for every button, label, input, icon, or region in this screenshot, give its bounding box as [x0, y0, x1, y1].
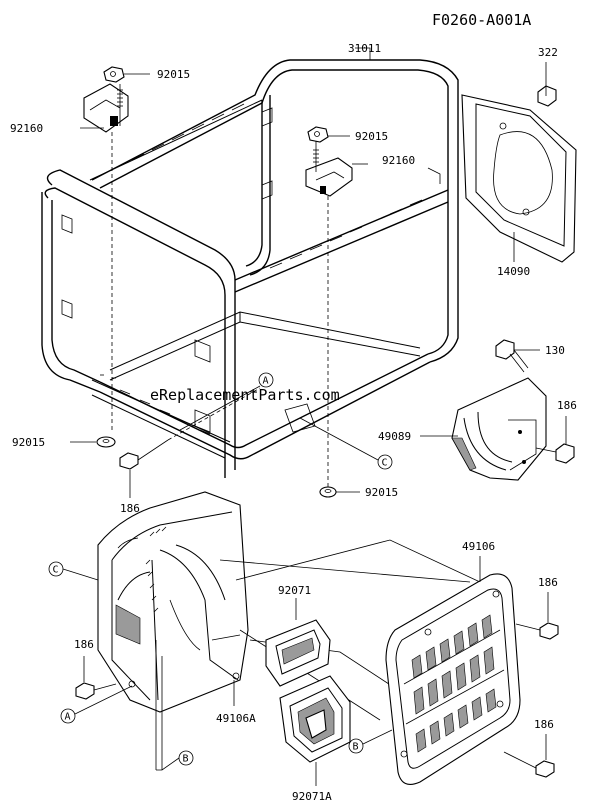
label-49106a: 49106A: [216, 712, 256, 725]
bolt-130: [495, 339, 529, 373]
label-186-lower-left: 186: [120, 502, 140, 515]
ref-a-upper: A: [179, 372, 274, 431]
ref-b-panel-letter: B: [353, 742, 359, 753]
ref-b-lower-letter: B: [183, 754, 189, 765]
label-49089: 49089: [378, 430, 411, 443]
label-186-left-housing: 186: [74, 638, 94, 651]
bolt-upper-mid: [313, 140, 319, 172]
label-92071: 92071: [278, 584, 311, 597]
label-92015-upper-left: 92015: [157, 68, 190, 81]
ref-c-upper: C: [299, 417, 393, 470]
ref-a-left: A: [60, 685, 133, 724]
nut-upper-mid: [307, 126, 329, 143]
bolt-186-panel-top: [515, 622, 559, 640]
label-92015-lower-mid: 92015: [365, 486, 398, 499]
nut-lower-mid: [319, 486, 337, 498]
ref-a-left-letter: A: [65, 712, 71, 723]
bolt-186-lower-left: [119, 387, 261, 470]
bolt-186-right: [535, 443, 575, 464]
bolt-186-left-housing: [75, 682, 117, 700]
grommet-92071a: [279, 675, 351, 763]
ref-c-upper-letter: C: [382, 458, 388, 469]
label-130: 130: [545, 344, 565, 357]
muffler-cover: [461, 94, 577, 263]
label-92160-upper-left: 92160: [10, 122, 43, 135]
grommet-92071: [265, 619, 331, 687]
label-49106: 49106: [462, 540, 495, 553]
label-92015-upper-mid: 92015: [355, 130, 388, 143]
nut-lower-left: [96, 436, 116, 448]
frame-part: [41, 59, 459, 478]
ref-a-upper-letter: A: [263, 376, 269, 387]
mount-upper-mid: [305, 157, 353, 197]
cap-nut: [537, 85, 557, 107]
ref-b-panel: B: [348, 729, 393, 754]
panel-49106: [385, 573, 521, 785]
ref-c-left-letter: C: [53, 565, 59, 576]
watermark: eReplacementParts.com: [150, 386, 340, 404]
figure-code: F0260-A001A: [432, 11, 531, 29]
bolt-186-panel-bottom: [503, 751, 555, 778]
label-14090: 14090: [497, 265, 530, 278]
label-186-right-upper: 186: [557, 399, 577, 412]
label-92071a: 92071A: [292, 790, 332, 803]
label-186-panel-top: 186: [538, 576, 558, 589]
mount-upper-left: [83, 83, 129, 133]
nut-upper-left: [103, 66, 125, 83]
label-186-panel-bottom: 186: [534, 718, 554, 731]
label-92160-upper-mid: 92160: [382, 154, 415, 167]
ref-c-left: C: [48, 561, 99, 581]
ref-b-lower: B: [155, 640, 194, 771]
label-92015-lower-left: 92015: [12, 436, 45, 449]
label-322: 322: [538, 46, 558, 59]
housing-49106a: [97, 491, 249, 713]
label-31011: 31011: [348, 42, 381, 55]
bracket-49089: [451, 377, 547, 481]
